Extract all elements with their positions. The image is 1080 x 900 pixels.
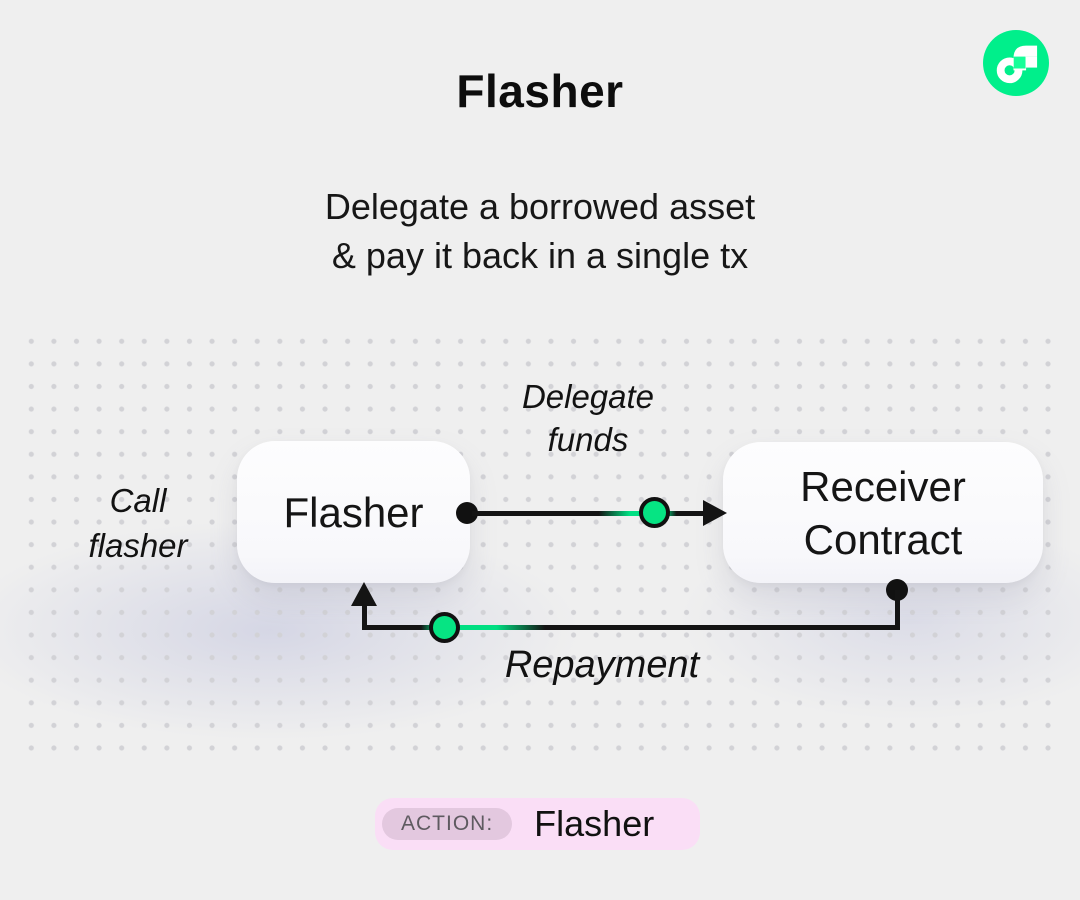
subtitle-line-1: Delegate a borrowed asset xyxy=(324,186,756,227)
delegate-arrowhead-icon xyxy=(703,500,727,526)
flow-logo-icon xyxy=(983,30,1049,96)
repayment-arrowhead-icon xyxy=(351,582,377,606)
repayment-label: Repayment xyxy=(504,644,700,686)
delegate-funds-line-1: Delegate xyxy=(521,378,655,415)
repayment-token-icon xyxy=(429,612,460,643)
receiver-contract-node: Receiver Contract xyxy=(723,442,1043,583)
action-label-pill: ACTION: xyxy=(382,808,513,840)
subtitle-line-2: & pay it back in a single tx xyxy=(331,235,749,276)
action-value: Flasher xyxy=(534,803,655,844)
call-flasher-line-1: Call xyxy=(109,482,167,519)
flasher-node: Flasher xyxy=(237,441,470,583)
delegate-funds-token-icon xyxy=(639,497,670,528)
delegate-funds-line-2: funds xyxy=(547,421,629,458)
delegate-arrow-line xyxy=(472,510,707,516)
repayment-line-horizontal xyxy=(361,625,900,630)
page-title: Flasher xyxy=(456,65,624,117)
action-label: ACTION: xyxy=(401,812,494,835)
page-subtitle: Delegate a borrowed asset & pay it back … xyxy=(0,182,1080,280)
delegate-funds-label: Delegate funds xyxy=(478,375,698,461)
receiver-label-line-2: Contract xyxy=(803,515,963,563)
receiver-contract-node-label: Receiver Contract xyxy=(800,460,966,566)
repayment-line-vertical-right xyxy=(894,590,900,630)
action-badge: ACTION: Flasher xyxy=(375,798,700,850)
call-flasher-line-2: flasher xyxy=(88,527,188,564)
call-flasher-label: Call flasher xyxy=(38,478,238,568)
receiver-label-line-1: Receiver xyxy=(800,462,966,510)
delegate-arrow-start-dot xyxy=(456,502,478,524)
flasher-node-label: Flasher xyxy=(283,488,424,536)
repayment-line-vertical-left xyxy=(361,603,367,630)
